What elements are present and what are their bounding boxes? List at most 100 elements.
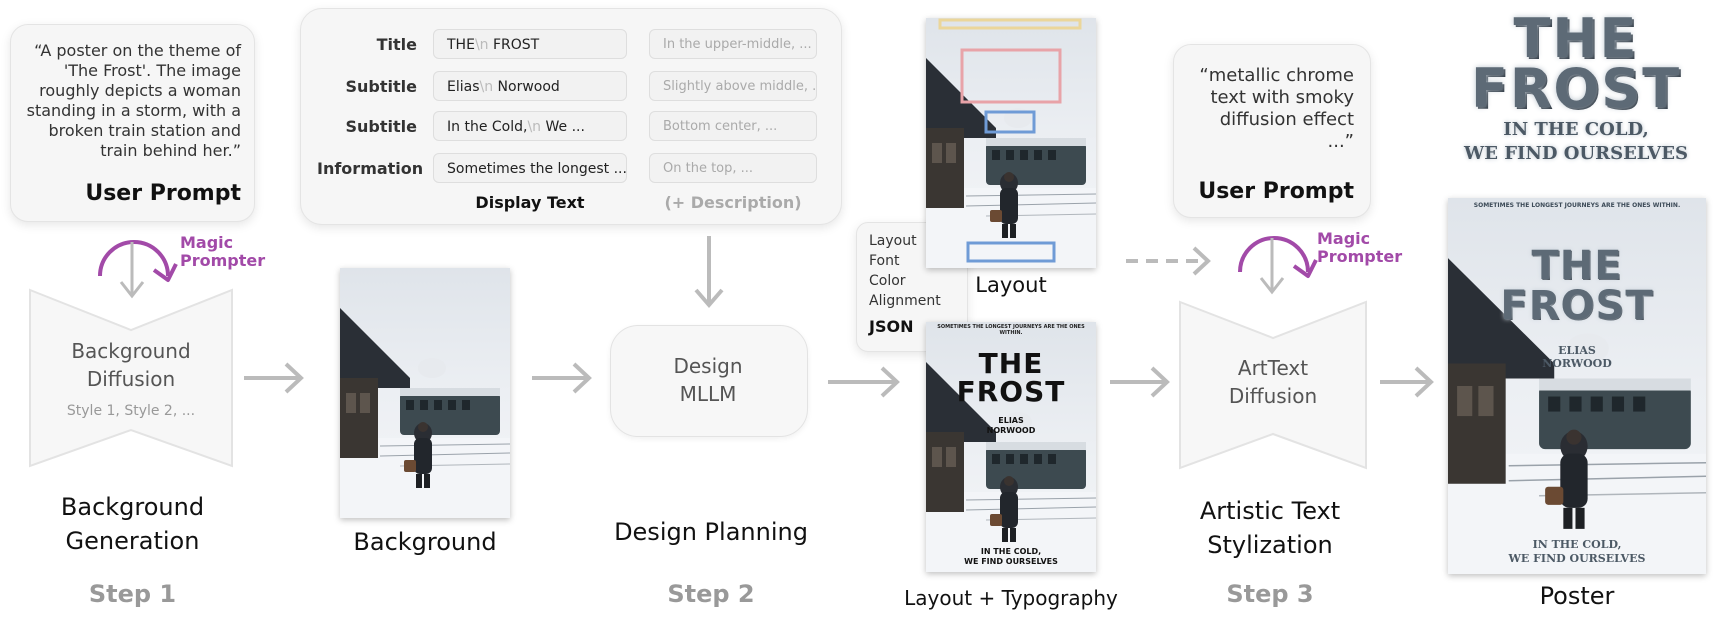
column-header-description: (+ Description) <box>664 193 802 212</box>
text-part: In the Cold, <box>447 119 528 135</box>
arrow-right-icon <box>828 366 900 398</box>
row-label-title: Title <box>376 35 417 54</box>
title-line: FROST <box>1500 283 1654 329</box>
json-item: Color <box>869 273 906 289</box>
caption-line: Stylization <box>1207 531 1333 559</box>
user-prompt-card-step3: “metallic chrome text with smoky diffusi… <box>1173 44 1371 218</box>
small-poster-tagline: IN THE COLD, WE FIND OURSELVES <box>926 547 1096 567</box>
art-subtitle-line: WE FIND OURSELVES <box>1464 143 1688 164</box>
json-item: Alignment <box>869 293 941 309</box>
user-prompt-title-step3: User Prompt <box>1198 179 1354 204</box>
prompt-line: ...” <box>1327 131 1355 152</box>
caption-line: Background <box>60 493 205 521</box>
json-item: Font <box>869 253 900 269</box>
text-part: FROST <box>488 37 540 53</box>
art-title-line: FROST <box>1470 57 1682 120</box>
tagline-line: WE FIND OURSELVES <box>1508 552 1646 565</box>
newline-marker: \n <box>479 79 494 95</box>
magic-line: Prompter <box>1317 247 1403 266</box>
description-title: In the upper-middle, ... <box>649 29 817 59</box>
final-poster-image: SOMETIMES THE LONGEST JOURNEYS ARE THE O… <box>1448 198 1706 574</box>
magic-line: Magic <box>1317 229 1371 248</box>
design-mllm-label: Design MLLM <box>610 352 806 408</box>
user-prompt-title-step1: User Prompt <box>85 181 241 206</box>
tagline-line: IN THE COLD, <box>1532 538 1622 551</box>
layout-box-title <box>960 48 1062 104</box>
text-part: We ... <box>541 119 585 135</box>
arrow-right-icon <box>1110 366 1170 398</box>
arrow-down-icon <box>694 236 724 309</box>
magic-line: Magic <box>180 233 234 252</box>
background-image <box>340 268 510 518</box>
layout-box-information <box>938 18 1082 30</box>
display-text-title: THE\n FROST <box>433 29 627 59</box>
layout-caption: Layout <box>975 273 1047 297</box>
final-poster-title: THE FROST <box>1448 246 1706 326</box>
art-title-line: THE <box>1513 7 1639 70</box>
layout-box-subtitle-2 <box>966 241 1056 263</box>
text-part: Elias <box>447 79 480 95</box>
style-list: Style 1, Style 2, ... <box>66 403 196 419</box>
author-line: ELIAS <box>1558 344 1596 357</box>
layout-image <box>926 18 1096 268</box>
caption-line: Artistic Text <box>1199 497 1341 525</box>
arrow-right-icon <box>1380 366 1434 398</box>
author-line: ELIAS <box>998 416 1024 425</box>
text-part: THE <box>447 37 475 53</box>
design-mllm-block <box>610 325 808 437</box>
author-line: NORWOOD <box>986 426 1036 435</box>
small-poster-title: THE FROST <box>926 350 1096 406</box>
tagline-line: IN THE COLD, <box>980 547 1042 556</box>
block-line: ArtText <box>1237 356 1309 380</box>
magic-prompter-label-step3: Magic Prompter <box>1317 230 1402 266</box>
design-planning-caption: Design Planning <box>614 518 808 546</box>
prompt-line: broken train station and <box>48 121 241 140</box>
user-prompt-text-step3: “metallic chrome text with smoky diffusi… <box>1184 65 1354 153</box>
text-part: Sometimes the longest ... <box>447 161 627 177</box>
block-line: Design <box>673 354 743 378</box>
layout-box-subtitle-1 <box>984 110 1036 134</box>
prompt-line: text with smoky <box>1210 87 1354 108</box>
magic-prompter-loop-icon <box>1238 236 1318 295</box>
step-1-label: Step 1 <box>88 580 177 608</box>
title-line: FROST <box>956 375 1066 408</box>
text-part: Norwood <box>493 79 560 95</box>
background-generation-caption: Background Generation <box>30 490 235 558</box>
step-3-label: Step 3 <box>1226 580 1314 608</box>
user-prompt-text-step1: “A poster on the theme of 'The Frost'. T… <box>19 41 241 161</box>
layout-typography-caption: Layout + Typography <box>904 586 1118 610</box>
prompt-line: “A poster on the theme of <box>34 41 241 60</box>
display-text-subtitle-2: In the Cold,\n We ... <box>433 111 627 141</box>
prompt-line: diffusion effect <box>1219 109 1354 130</box>
background-caption: Background <box>353 528 497 556</box>
display-text-table-card: Title THE\n FROST In the upper-middle, .… <box>300 8 842 225</box>
final-poster-top-line: SOMETIMES THE LONGEST JOURNEYS ARE THE O… <box>1473 202 1681 209</box>
background-diffusion-block <box>29 288 233 468</box>
display-text-information: Sometimes the longest ... <box>433 153 627 183</box>
final-poster-author: ELIAS NORWOOD <box>1448 344 1706 370</box>
block-line: Background <box>71 339 191 363</box>
description-information: On the top, ... <box>649 153 817 183</box>
display-text-subtitle-1: Elias\n Norwood <box>433 71 627 101</box>
user-prompt-card-step1: “A poster on the theme of 'The Frost'. T… <box>10 24 255 222</box>
json-items: Layout Font Color Alignment JSON <box>869 231 941 337</box>
newline-marker: \n <box>527 119 542 135</box>
magic-prompter-loop-icon <box>98 240 178 299</box>
prompt-line: train behind her.” <box>100 141 241 160</box>
magic-prompter-label-step1: Magic Prompter <box>180 234 265 270</box>
caption-line: Generation <box>65 527 200 555</box>
arttext-diffusion-label: ArtText Diffusion <box>1178 354 1368 410</box>
title-line: THE <box>1531 243 1623 289</box>
author-line: NORWOOD <box>1542 357 1612 370</box>
block-line: Diffusion <box>86 367 176 391</box>
block-line: MLLM <box>679 382 737 406</box>
json-title: JSON <box>869 317 914 336</box>
row-label-information: Information <box>317 159 424 178</box>
final-poster-tagline: IN THE COLD, WE FIND OURSELVES <box>1448 538 1706 566</box>
prompt-line: standing in a storm, with a <box>26 101 241 120</box>
prompt-line: roughly depicts a woman <box>39 81 241 100</box>
prompt-line: 'The Frost'. The image <box>63 61 241 80</box>
arrow-right-icon <box>532 362 592 394</box>
row-label-subtitle-1: Subtitle <box>345 77 417 96</box>
description-subtitle-2: Bottom center, ... <box>649 111 817 141</box>
